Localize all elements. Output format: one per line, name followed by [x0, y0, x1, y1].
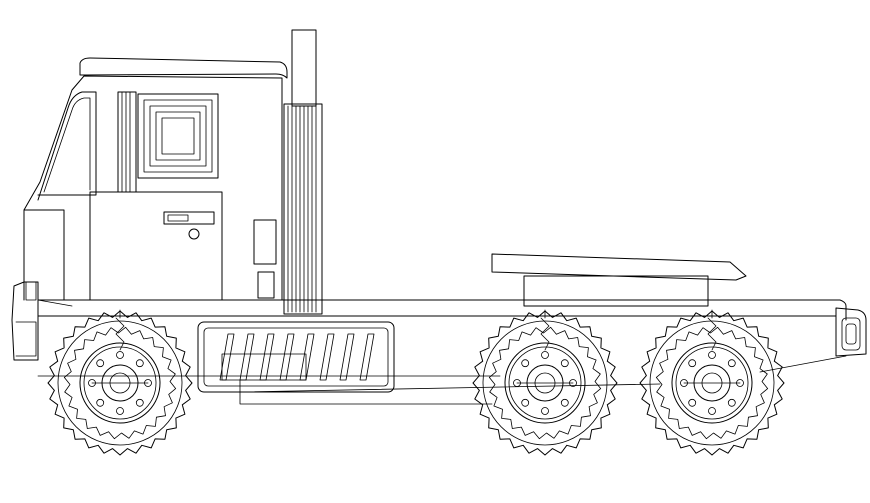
rim [79, 342, 161, 424]
headlight [25, 281, 37, 301]
rim-inner [83, 346, 157, 420]
exhaust-stack [283, 29, 323, 315]
lug-hole [116, 407, 124, 415]
fuel-tank-inner [203, 327, 389, 387]
rim-inner [508, 346, 582, 420]
exhaust-pipe [291, 29, 317, 107]
door-handle [163, 211, 215, 225]
fifth-wheel-mount [523, 275, 709, 307]
windshield [37, 91, 97, 201]
cab-outline [23, 75, 283, 301]
tire-tread [639, 310, 785, 456]
rear-light-housing [835, 307, 867, 357]
lug-hole [688, 359, 697, 368]
tire-inner-tread [655, 326, 769, 440]
windshield-inner [43, 97, 91, 193]
bumper-inner [15, 321, 37, 357]
rim [671, 342, 753, 424]
lug-hole [708, 407, 716, 415]
door-handle-grip [167, 214, 189, 222]
lug-hole [96, 398, 105, 407]
tire-tread [472, 310, 618, 456]
side-window [137, 93, 219, 179]
wheel [472, 309, 618, 456]
rear-light-lens [841, 317, 861, 351]
lug-hole [135, 398, 144, 407]
wheels [47, 309, 785, 456]
side-panel-lower [257, 271, 275, 299]
mirror-arm [37, 299, 73, 307]
cab-roof [79, 57, 288, 79]
window-pillar [117, 91, 137, 193]
tire-sidewall [482, 320, 608, 446]
lug-hole [560, 359, 569, 368]
rim [504, 342, 586, 424]
fifth-wheel [491, 253, 747, 307]
muffler-ribs [287, 105, 317, 313]
side-panel-upper [253, 219, 277, 265]
fifth-wheel-plate [491, 253, 747, 281]
lug-hole [96, 359, 105, 368]
wheel [639, 309, 785, 456]
lug-hole [688, 398, 697, 407]
fuel-tank-body [197, 321, 395, 393]
rear-light [835, 307, 867, 357]
lug-hole [708, 351, 716, 359]
grille-frame [23, 209, 65, 301]
lug-hole [727, 398, 736, 407]
exhaust-muffler [283, 103, 323, 315]
cab-door [89, 191, 223, 301]
tire-inner-tread [63, 326, 177, 440]
frame-rail-top [37, 299, 847, 321]
lug-hole [541, 351, 549, 359]
lug-hole [521, 398, 530, 407]
tire-tread [47, 310, 193, 456]
wheel [47, 309, 193, 456]
tire-sidewall [649, 320, 775, 446]
suspension-spring [540, 317, 550, 351]
suspension-spring [115, 317, 125, 351]
drive-shaft-link [239, 379, 493, 405]
lug-hole [521, 359, 530, 368]
tire-inner-tread [488, 326, 602, 440]
tire-sidewall [57, 320, 183, 446]
cab [11, 57, 288, 361]
front-bumper [11, 281, 39, 361]
fuel-tank-ribs [219, 333, 375, 381]
door-lock [188, 228, 200, 240]
rim-inner [675, 346, 749, 420]
rear-light-inner [845, 323, 857, 345]
fuel-tank [197, 321, 395, 393]
lug-hole [541, 407, 549, 415]
lug-hole [135, 359, 144, 368]
lug-hole [560, 398, 569, 407]
rear-mudflap-arm [759, 355, 847, 373]
drive-shaft [239, 383, 661, 393]
suspension-spring [707, 317, 717, 351]
lug-hole [116, 351, 124, 359]
lug-hole [727, 359, 736, 368]
